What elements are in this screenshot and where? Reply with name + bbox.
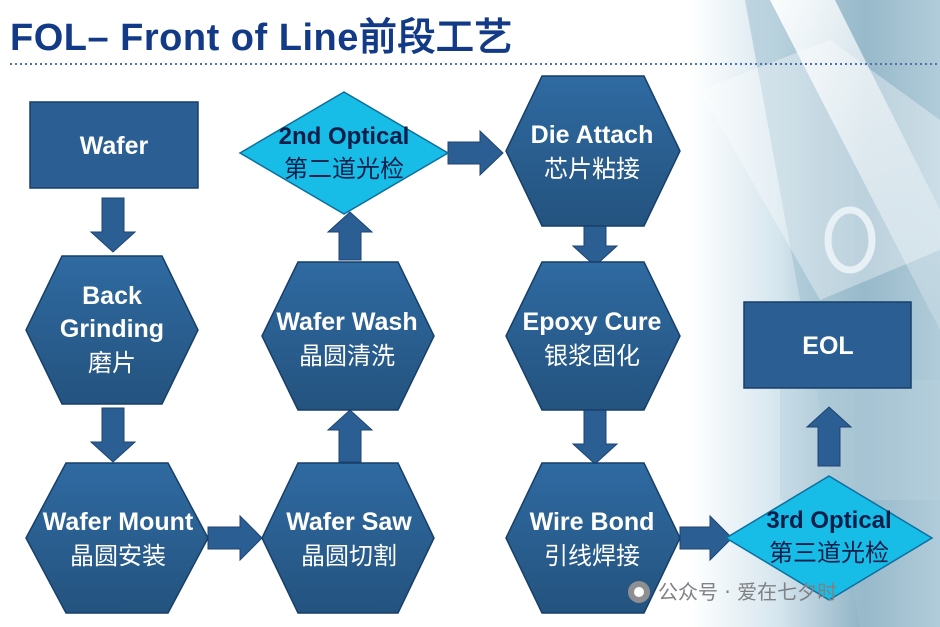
node-eol <box>743 301 912 389</box>
node-wafer <box>29 101 199 189</box>
arrow-backgrinding-to-wafermount <box>89 407 137 463</box>
watermark: 公众号 · 爱在七夕时 <box>628 576 837 605</box>
node-back-grinding <box>25 255 199 405</box>
arrow-wafersaw-to-waferwash <box>326 409 374 463</box>
wechat-icon <box>628 581 650 603</box>
node-wafer-saw <box>261 462 435 614</box>
arrow-epoxycure-to-wirebond <box>571 409 619 465</box>
arrow-wafermount-to-wafersaw <box>207 514 263 562</box>
node-2nd-optical <box>238 91 450 215</box>
arrow-optical2-to-dieattach <box>447 129 504 177</box>
node-wire-bond <box>505 462 681 614</box>
page-title: FOL– Front of Line前段工艺 <box>10 6 513 61</box>
arrow-wirebond-to-optical3 <box>679 514 733 562</box>
node-die-attach <box>505 75 681 227</box>
node-epoxy-cure <box>505 261 681 411</box>
node-wafer-mount <box>25 462 209 614</box>
title-cn: 前段工艺 <box>358 15 513 59</box>
arrow-waferwash-to-optical2 <box>326 211 374 261</box>
node-3rd-optical <box>724 475 934 601</box>
title-en: FOL– Front of Line <box>10 17 359 59</box>
arrow-dieattach-to-epoxycure <box>571 225 619 267</box>
node-wafer-wash <box>261 261 435 411</box>
watermark-text: 公众号 · 爱在七夕时 <box>658 580 838 604</box>
arrow-wafer-to-backgrinding <box>89 197 137 253</box>
arrow-optical3-to-eol <box>805 406 853 467</box>
